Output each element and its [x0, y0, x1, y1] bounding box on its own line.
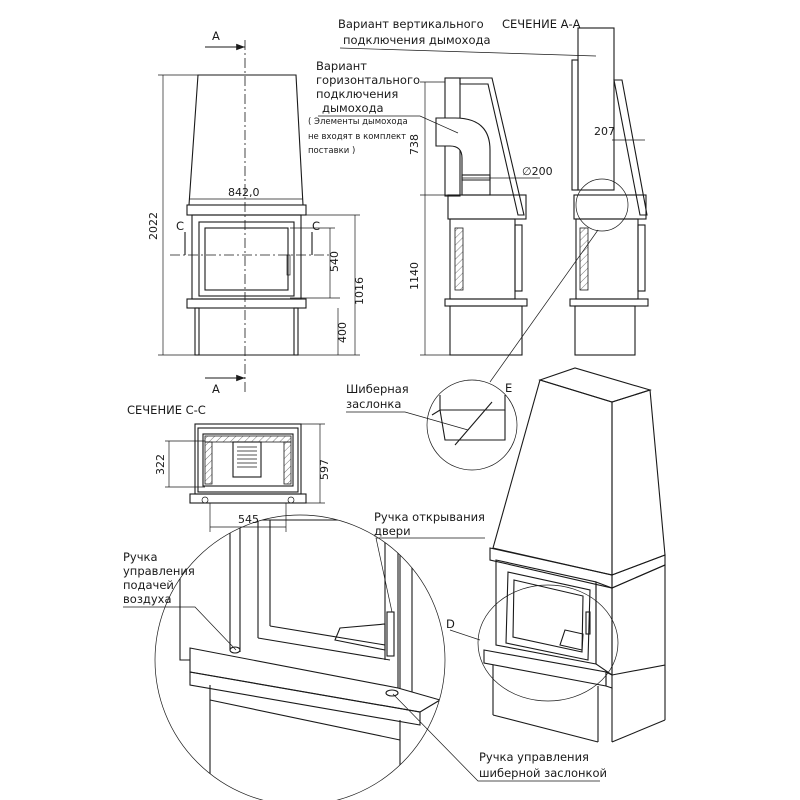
grille-icon [237, 446, 257, 468]
section-cc-view: СЕЧЕНИЕ С-С 322 597 545 [127, 403, 331, 532]
note-line2: не входят в комплект [308, 132, 406, 142]
dim-firebox-height: 1016 [353, 277, 366, 305]
air-handle-label-line4: воздуха [123, 592, 172, 606]
dim-cc-total-depth: 597 [318, 459, 331, 480]
detail-d-enlarged [154, 514, 446, 800]
damper-handle-label-line2: шиберной заслонкой [479, 766, 607, 780]
dim-cc-inner-depth: 322 [154, 454, 167, 475]
vertical-variant-line1: Вариант вертикального [338, 17, 484, 31]
air-handle-label-line2: управления [123, 564, 195, 578]
dim-total-height: 2022 [147, 212, 160, 240]
section-a-marker-top: A [212, 29, 220, 43]
dim-cc-width: 545 [238, 513, 259, 526]
air-handle-label-line3: подачей [123, 578, 174, 592]
detail-d-marker: D [446, 617, 455, 631]
front-view: A A C C 2022 842,0 540 1016 400 [147, 29, 366, 396]
horizontal-variant-line2: горизонтального [316, 73, 420, 87]
dim-flue-offset: 207 [594, 125, 615, 138]
dim-body-height: 1140 [408, 262, 421, 290]
door-handle-label-line2: двери [374, 524, 411, 538]
damper-label-line2: заслонка [346, 397, 401, 411]
side-view-horizontal-flue: 738 1140 ∅200 [408, 77, 553, 356]
top-annotations: Вариант вертикального подключения дымохо… [308, 17, 597, 156]
section-c-marker-left: C [176, 219, 184, 233]
dim-front-width: 842,0 [228, 186, 260, 199]
detail-e-marker: E [505, 381, 512, 395]
horizontal-variant-line4: дымохода [322, 101, 384, 115]
dim-flue-diameter: ∅200 [522, 165, 553, 178]
note-line1: ( Элементы дымохода [308, 117, 408, 127]
dim-stand-height: 400 [336, 322, 349, 343]
horizontal-variant-line3: подключения [316, 87, 398, 101]
door-handle-label-line1: Ручка открывания [374, 510, 485, 524]
dim-glass-height: 540 [328, 251, 341, 272]
air-handle-label-line1: Ручка [123, 550, 158, 564]
section-a-marker-bottom: A [212, 382, 220, 396]
detail-e-damper: Шиберная заслонка [346, 379, 518, 471]
vertical-variant-line2: подключения дымохода [343, 33, 491, 47]
section-aa-title: СЕЧЕНИЕ А-А [502, 17, 581, 31]
section-cc-title: СЕЧЕНИЕ С-С [127, 403, 206, 417]
dim-flue-height: 738 [408, 134, 421, 155]
damper-label-line1: Шиберная [346, 382, 409, 396]
lower-annotations: Ручка управления подачей воздуха Ручка о… [123, 510, 607, 782]
section-c-marker-right: C [312, 219, 320, 233]
horizontal-variant-line1: Вариант [316, 59, 367, 73]
damper-handle-label-line1: Ручка управления [479, 750, 589, 764]
isometric-view: D [446, 367, 666, 743]
section-aa-view: 207 E [489, 27, 649, 395]
note-line3: поставки ) [308, 146, 355, 156]
